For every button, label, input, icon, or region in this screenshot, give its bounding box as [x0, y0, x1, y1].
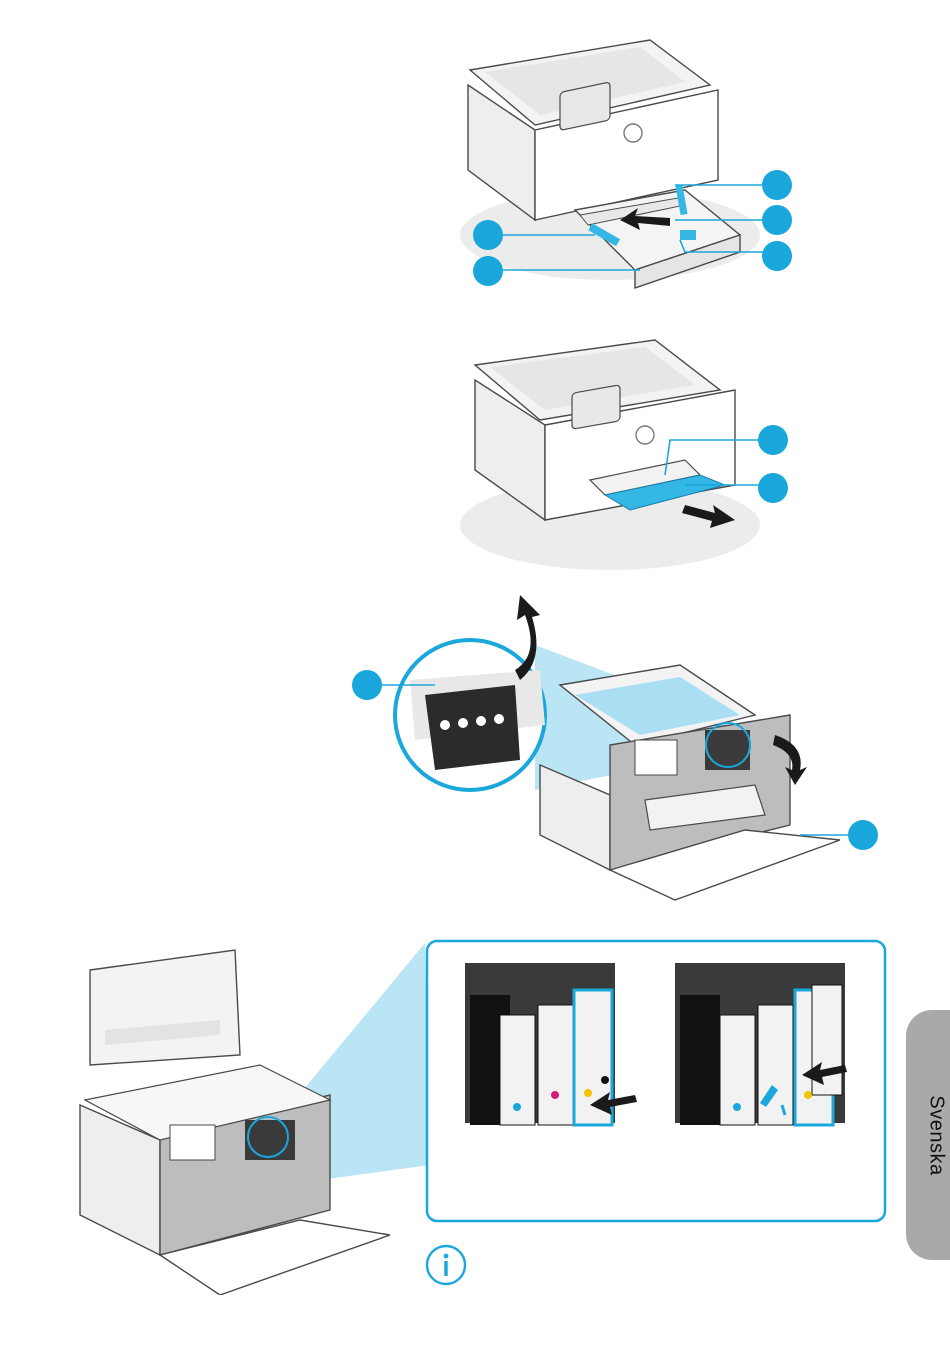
- figure-load-paper-tray: [440, 30, 800, 300]
- figure-insert-cartridges: [60, 935, 900, 1295]
- callout-dot: [758, 473, 788, 503]
- callout-dot: [762, 205, 792, 235]
- callout-dot: [848, 820, 878, 850]
- figure-extend-output-tray: [460, 335, 800, 575]
- language-tab-label: Svenska: [925, 1095, 948, 1175]
- callout-dot: [758, 425, 788, 455]
- callout-dot: [762, 170, 792, 200]
- callout-dot: [473, 256, 503, 286]
- info-icon: [424, 1243, 468, 1287]
- cartridges-after: [675, 963, 847, 1125]
- callout-dot: [762, 241, 792, 271]
- language-tab: Svenska: [906, 1010, 950, 1260]
- cartridges-before: [465, 963, 637, 1125]
- callout-dot: [473, 220, 503, 250]
- figure-open-ink-access-door: [345, 585, 890, 915]
- callout-dot: [352, 670, 382, 700]
